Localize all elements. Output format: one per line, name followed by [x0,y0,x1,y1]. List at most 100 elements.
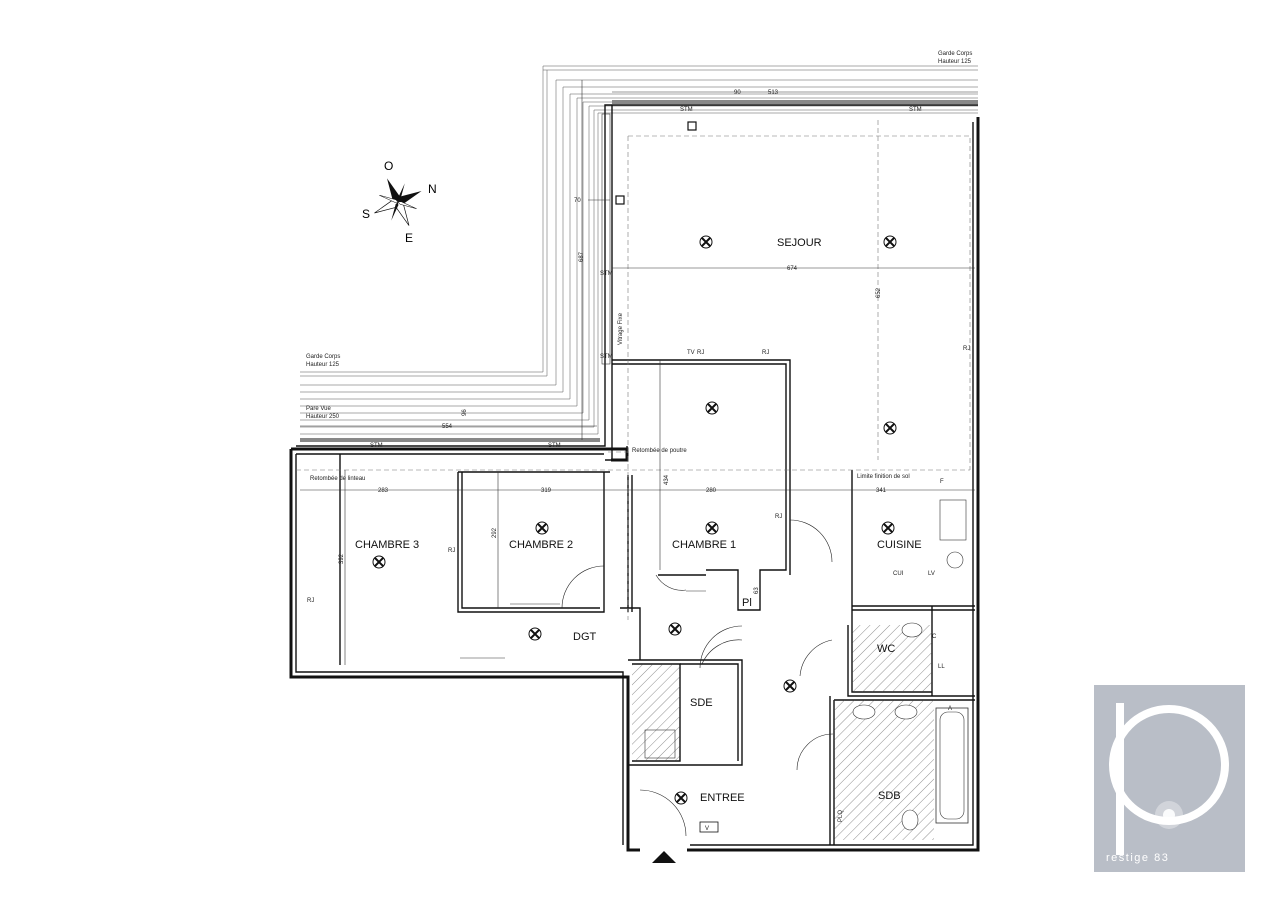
wet-areas [632,499,969,840]
dim-319: 319 [541,488,552,494]
vitrage-fixe-label: Vitrage Fixe [618,312,624,345]
f-label: F [940,479,944,485]
dim-652: 652 [876,287,882,298]
light-icon [883,421,897,435]
rj-label: RJ [697,350,704,356]
annotations: Garde Corps Hauteur 125 Garde Corps Haut… [306,51,972,482]
stm-label: STM [370,443,383,449]
garde-corps-top-height: Hauteur 125 [938,59,972,65]
dim-341: 341 [876,488,887,494]
tv-label: TV [687,350,695,356]
doors [460,519,834,837]
stm-label: STM [909,107,922,113]
sdb-toilet [901,809,919,831]
terrace [296,65,978,461]
room-labels: SEJOUR CHAMBRE 1 CHAMBRE 2 CHAMBRE 3 CUI… [355,237,922,804]
room-label-sdb: SDB [878,790,901,802]
compass-rose-icon [374,178,422,226]
light-icon [674,791,688,805]
compass-n: N [428,182,437,196]
bathtub [935,707,969,824]
fixture-labels: STM STM STM STM STM STM TV RJ RJ RJ RJ R… [307,107,970,833]
light-icon [783,679,797,693]
rj-label: RJ [963,346,970,352]
kitchen-sink [939,499,967,541]
dim-392: 392 [339,553,345,564]
prestige-83-logo: restige 83 [1094,685,1245,872]
stm-label: STM [548,443,561,449]
dim-554: 554 [442,424,453,430]
dim-434: 434 [664,474,670,485]
pare-vue-height: Hauteur 250 [306,414,340,420]
room-label-dgt: DGT [573,631,597,643]
dim-687: 687 [579,251,585,262]
meter-box [699,821,719,833]
garde-corps-left-height: Hauteur 125 [306,362,340,368]
dim-674: 674 [787,266,798,272]
entrance-marker [652,851,676,863]
wc-toilet [901,622,923,638]
dim-513: 513 [768,90,779,96]
pare-vue-label: Pare Vue [306,406,331,412]
v-label: V [705,826,709,832]
light-icon [668,622,682,636]
garde-corps-left-label: Garde Corps [306,354,340,360]
dim-280: 280 [706,488,717,494]
logo-p-mark [1109,703,1229,855]
rj-label: RJ [775,514,782,520]
dimension-labels: 513 90 70 687 674 652 554 96 434 283 319… [339,90,887,594]
room-label-wc: WC [877,643,895,655]
compass-e: E [405,231,413,245]
room-label-chambre-2: CHAMBRE 2 [509,539,573,551]
light-icon [372,555,386,569]
dim-63: 63 [754,587,760,594]
room-label-chambre-1: CHAMBRE 1 [672,539,736,551]
room-label-sejour: SEJOUR [777,237,822,249]
retombee-poutre-label: Retombée de poutre [632,448,687,454]
dim-283: 283 [378,488,389,494]
dim-90: 90 [734,90,741,96]
light-icon [705,401,719,415]
sdb-sink [852,704,876,720]
a-label: A [948,706,952,712]
column-marker [687,121,697,131]
logo-brand-text: restige 83 [1106,852,1170,864]
room-label-placard: Pl [742,597,752,609]
light-icon [528,627,542,641]
c-label: C [932,634,937,640]
room-label-cuisine: CUISINE [877,539,922,551]
room-label-chambre-3: CHAMBRE 3 [355,539,419,551]
dim-96: 96 [462,409,468,416]
rj-label: RJ [448,548,455,554]
sdb-sink [894,704,918,720]
light-icon [881,521,895,535]
retombee-linteau-label: Retombée de linteau [310,476,365,482]
garde-corps-top-label: Garde Corps [938,51,972,57]
shower [644,729,676,759]
exterior-walls [289,117,980,852]
ceiling-lights [372,235,897,805]
compass-s: S [362,207,370,221]
ceiling-lines [296,120,971,620]
room-label-sde: SDE [690,697,713,709]
cui-label: CUI [893,571,904,577]
stm-label: STM [680,107,693,113]
dim-292: 292 [492,527,498,538]
rj-label: RJ [307,598,314,604]
limite-finition-label: Limite finition de sol [857,474,910,480]
stm-label: STM [600,354,613,360]
plq-label: PLQ [838,810,844,822]
light-icon [535,521,549,535]
room-label-entree: ENTREE [700,792,745,804]
dim-70: 70 [574,198,581,204]
lv-label: LV [928,571,935,577]
ll-label: LL [938,664,945,670]
light-icon [699,235,713,249]
column-marker [615,195,625,205]
light-icon [705,521,719,535]
dimension-lines [300,80,978,665]
stm-label: STM [600,271,613,277]
rj-label: RJ [762,350,769,356]
